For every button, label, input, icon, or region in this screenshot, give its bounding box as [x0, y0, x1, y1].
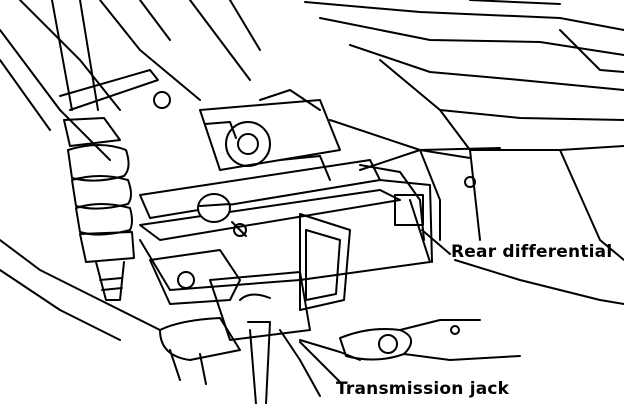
transmission-crossmember: [139, 89, 433, 291]
mount-bracket: [149, 213, 351, 311]
rear-differential-label: Rear differential: [451, 242, 613, 262]
drive-shaft-boot: [51, 0, 171, 301]
rear-differential-leader: [421, 229, 451, 255]
transmission-jack: [159, 271, 361, 404]
mount-bolt: [197, 193, 247, 237]
transmission-jack-leader: [299, 341, 341, 383]
rear-differential-linkage: [339, 149, 521, 361]
transmission-jack-label: Transmission jack: [336, 379, 510, 399]
vehicle-underbody: [304, 0, 624, 335]
